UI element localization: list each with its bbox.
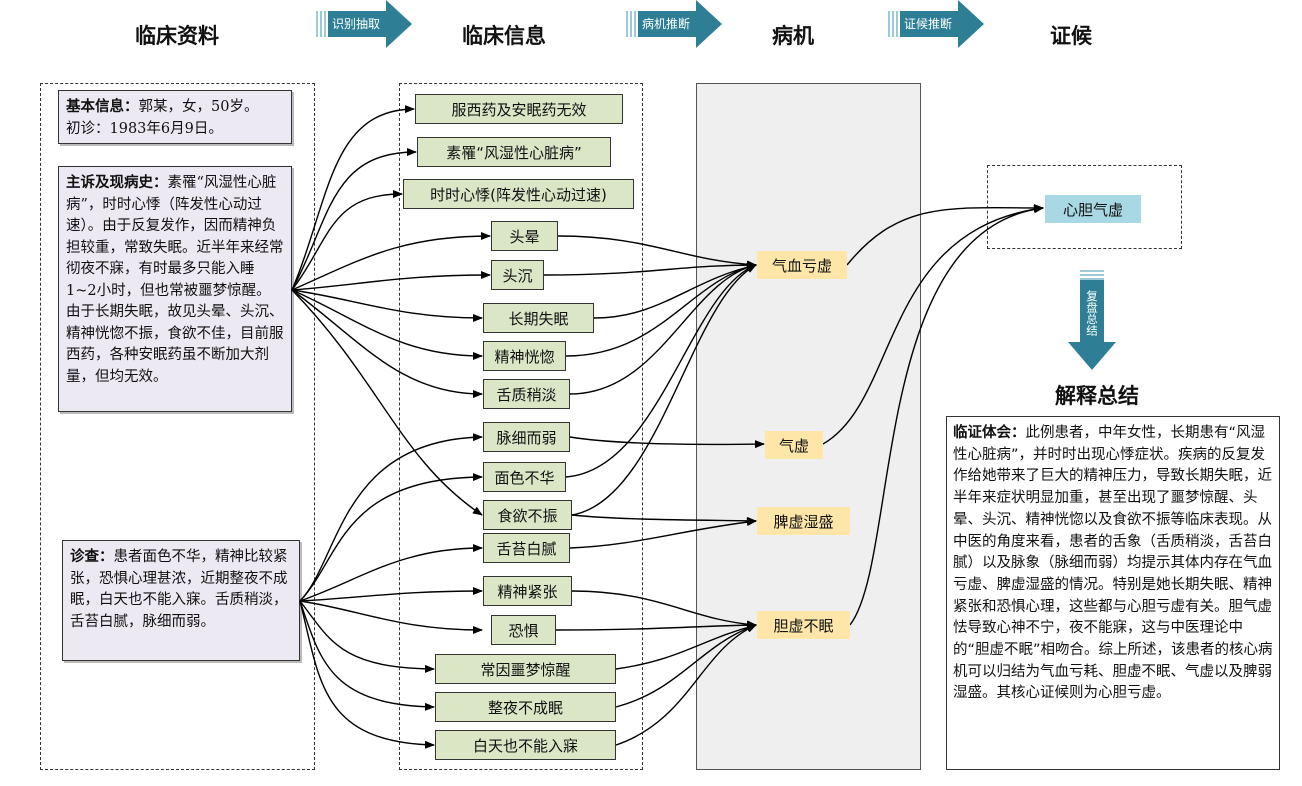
node-palpitation: 时时心悸(阵发性心动过速): [403, 179, 634, 209]
syndrome-infer-arrow: 证候推断: [888, 0, 985, 48]
node-weak-pulse: 脉细而弱: [483, 422, 570, 452]
header-clinical-info: 临床信息: [462, 24, 546, 48]
identify-label: 识别抽取: [332, 17, 381, 31]
patho-qi-deficiency: 气虚: [765, 431, 823, 459]
exam-text: 患者面色不华，精神比较紧张，恐惧心理甚浓，近期整夜不成眠，白天也不能入寐。舌质稍…: [70, 549, 288, 630]
summary-label: 临证体会：: [953, 425, 1026, 441]
syndrome-infer-label: 证候推断: [904, 17, 953, 31]
node-trance: 精神恍惚: [483, 341, 566, 371]
pathogenesis-panel: [696, 83, 921, 770]
node-dizziness: 头晕: [491, 221, 558, 251]
basic-info-line1: 郭某，女，50岁。: [138, 99, 259, 115]
node-fear: 恐惧: [491, 615, 556, 645]
summary-text: 此例患者，中年女性，长期患有“风湿性心脏病”，并时时出现心悸症状。疾病的反复发作…: [953, 425, 1273, 702]
patho-infer-label: 病机推断: [642, 17, 691, 31]
syndrome-panel: [987, 165, 1182, 249]
summary-title: 解释总结: [1055, 384, 1139, 408]
syndrome-heart-gallbladder: 心胆气虚: [1045, 195, 1141, 223]
review-arrow: 复盘总结: [1068, 270, 1116, 370]
basic-info-label: 基本信息：: [66, 98, 139, 115]
node-tension: 精神紧张: [483, 576, 572, 606]
node-dull-complexion: 面色不华: [483, 462, 566, 492]
summary-box: 临证体会：此例患者，中年女性，长期患有“风湿性心脏病”，并时时出现心悸症状。疾病…: [946, 416, 1280, 770]
header-pathogenesis: 病机: [772, 24, 814, 48]
patho-spleen-dampness: 脾虚湿盛: [757, 507, 850, 535]
clinical-info-panel: [399, 83, 643, 770]
basic-info-box: 基本信息：郭某，女，50岁。 初诊：1983年6月9日。: [58, 90, 292, 144]
history-text: 素罹“风湿性心脏病”，时时心悸（阵发性心动过速）。由于反复发作，因而精神负担较重…: [66, 175, 284, 385]
review-label: 复盘总结: [1085, 290, 1099, 336]
patho-gallbladder-insomnia: 胆虚不眠: [757, 611, 850, 639]
history-label: 主诉及现病史：: [66, 174, 168, 191]
node-long-insomnia: 长期失眠: [483, 303, 594, 333]
clinical-data-panel: [40, 83, 315, 770]
node-heavy-head: 头沉: [491, 260, 544, 290]
node-pale-tongue: 舌质稍淡: [483, 379, 570, 409]
node-poor-appetite: 食欲不振: [483, 500, 572, 530]
node-western-meds: 服西药及安眠药无效: [415, 94, 623, 124]
node-nightmares: 常因噩梦惊醒: [435, 654, 616, 684]
identify-arrow: 识别抽取: [316, 0, 413, 48]
exam-label: 诊查：: [70, 548, 114, 565]
node-white-coating: 舌苔白腻: [483, 533, 570, 563]
patho-infer-arrow: 病机推断: [626, 0, 723, 48]
basic-info-line2: 初诊：1983年6月9日。: [66, 120, 223, 137]
node-sleepless-night: 整夜不成眠: [435, 692, 616, 722]
history-box: 主诉及现病史：素罹“风湿性心脏病”，时时心悸（阵发性心动过速）。由于反复发作，因…: [58, 166, 292, 412]
header-clinical-data: 临床资料: [135, 24, 219, 48]
patho-qi-blood-deficiency: 气血亏虚: [757, 251, 847, 279]
exam-box: 诊查：患者面色不华，精神比较紧张，恐惧心理甚浓，近期整夜不成眠，白天也不能入寐。…: [62, 540, 300, 661]
header-syndrome: 证候: [1050, 24, 1092, 48]
node-no-daytime-sleep: 白天也不能入寐: [435, 730, 616, 760]
node-rheumatic-heart: 素罹“风湿性心脏病”: [417, 137, 611, 167]
